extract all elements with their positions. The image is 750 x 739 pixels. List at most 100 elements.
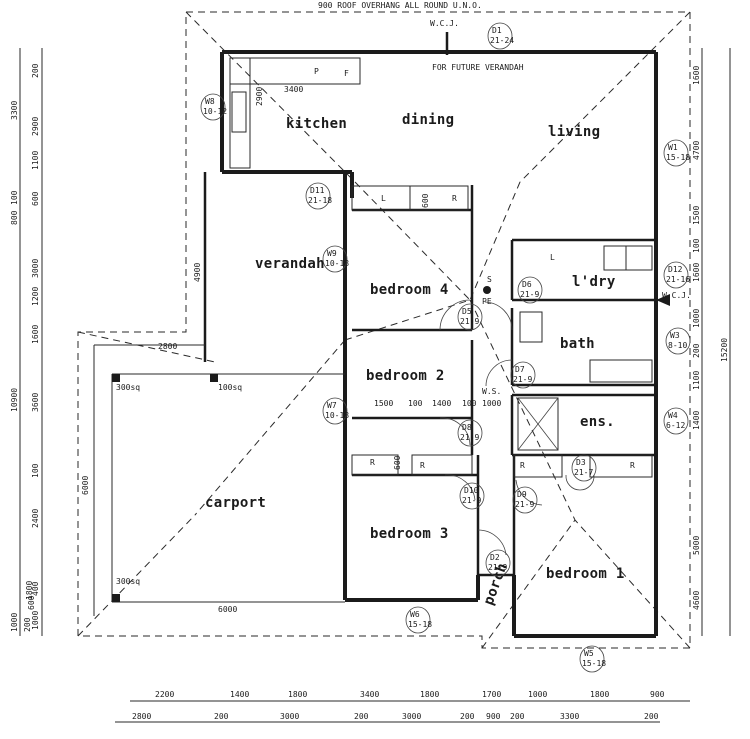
- window-tag-w5-code: 15-18: [582, 659, 606, 668]
- fixture-r-b1b: R: [630, 461, 635, 470]
- dim-left3-0: 200: [23, 617, 32, 632]
- dim-bottom2-8: 3300: [560, 712, 579, 721]
- window-tag-w4-id: W4: [668, 411, 678, 420]
- ws-label: W.S.: [482, 387, 501, 396]
- dim-interior-10: 1400: [432, 399, 451, 408]
- window-tag-w4: W46-12: [663, 407, 689, 435]
- door-tag-d6-id: D6: [522, 280, 532, 289]
- dim-right1-6: 200: [692, 343, 701, 358]
- dim-interior-8: 1500: [374, 399, 393, 408]
- dim-bottom1-5: 1700: [482, 690, 501, 699]
- window-tag-d12-code: 21-16: [666, 275, 690, 284]
- window-tag-w1-id: W1: [668, 143, 678, 152]
- window-tag-w3: W38-10: [665, 327, 691, 355]
- future-verandah-note: FOR FUTURE VERANDAH: [432, 63, 524, 72]
- dim-interior-1: 2900: [255, 87, 264, 106]
- door-tag-d1-id: D1: [492, 26, 502, 35]
- dim-interior-5: 6000: [218, 605, 237, 614]
- dim-left1-10: 400: [31, 581, 40, 596]
- door-tag-d11-id: D11: [310, 186, 325, 195]
- pe-label: PE: [482, 297, 492, 306]
- dim-left1-9: 2400: [31, 509, 40, 528]
- dim-right1-1: 4700: [692, 141, 701, 160]
- room-bedroom-1: bedroom 1: [546, 566, 625, 582]
- dim-left1-7: 3600: [31, 393, 40, 412]
- dim-left1-11: 1000: [31, 611, 40, 630]
- dim-right2-0: 15200: [720, 338, 729, 362]
- door-tag-d7-id: D7: [515, 365, 525, 374]
- window-tag-w8-code: 10-12: [203, 107, 227, 116]
- dim-interior-7: 600: [393, 455, 402, 470]
- door-tag-d5-code: 21-9: [460, 317, 479, 326]
- door-tag-d9-id: D9: [517, 490, 527, 499]
- door-tag-d9-code: 21-9: [515, 500, 534, 509]
- window-tag-w6-id: W6: [410, 610, 420, 619]
- fixture-r-b3a: R: [370, 458, 375, 467]
- door-tag-d2-code: 21-9: [488, 563, 507, 572]
- dim-bottom1-7: 1800: [590, 690, 609, 699]
- dim-interior-11: 100: [462, 399, 477, 408]
- door-tag-d5-id: D5: [462, 307, 472, 316]
- fixture-l: L: [381, 194, 386, 203]
- dim-bottom2-0: 2800: [132, 712, 151, 721]
- dim-left1-5: 1200: [31, 287, 40, 306]
- sq300-bottom: 300sq: [116, 577, 140, 586]
- dim-right1-10: 4600: [692, 591, 701, 610]
- wcj-markers: [445, 32, 670, 306]
- fixture-r-b3b: R: [420, 461, 425, 470]
- dim-bottom1-0: 2200: [155, 690, 174, 699]
- dim-interior-6: 600: [421, 193, 430, 208]
- dim-left1-1: 2900: [31, 117, 40, 136]
- window-tag-w4-code: 6-12: [666, 421, 685, 430]
- dim-right1-2: 1500: [692, 206, 701, 225]
- dim-bottom2-5: 200: [460, 712, 475, 721]
- fixture-r-b1a: R: [520, 461, 525, 470]
- sq300-top: 300sq: [116, 383, 140, 392]
- room-laundry: l'dry: [572, 274, 616, 290]
- dim-left1-8: 100: [31, 463, 40, 478]
- room-bedroom-4: bedroom 4: [370, 282, 449, 298]
- room-carport: carport: [205, 495, 266, 511]
- dim-bottom2-2: 3000: [280, 712, 299, 721]
- dim-interior-4: 6000: [81, 476, 90, 495]
- dim-bottom2-4: 3000: [402, 712, 421, 721]
- dim-right1-0: 1600: [692, 66, 701, 85]
- dim-interior-9: 100: [408, 399, 423, 408]
- dim-left1-3: 600: [31, 191, 40, 206]
- interior-walls: [93, 57, 656, 616]
- dim-bottom2-1: 200: [214, 712, 229, 721]
- fixture-p: P: [314, 67, 319, 76]
- s-label: S: [487, 275, 492, 284]
- door-window-tags: D121-24D1121-18D621-9D521-9D721-9D821-9D…: [200, 22, 691, 673]
- door-tag-d7-code: 21-9: [513, 375, 532, 384]
- fixture-l-laundry: L: [550, 253, 555, 262]
- dim-right1-3: 100: [692, 238, 701, 253]
- window-tag-w9-id: W9: [327, 249, 337, 258]
- dim-left3-2: 600: [27, 595, 36, 610]
- door-tag-d3-code: 21-7: [574, 468, 593, 477]
- door-tag-d6-code: 21-9: [520, 290, 539, 299]
- window-tag-w7-id: W7: [327, 401, 337, 410]
- window-tag-w5-id: W5: [584, 649, 594, 658]
- dim-right1-5: 1000: [692, 309, 701, 328]
- dim-bottom2-9: 200: [644, 712, 659, 721]
- dim-bottom1-6: 1000: [528, 690, 547, 699]
- dim-left1-4: 3000: [31, 259, 40, 278]
- dim-bottom1-8: 900: [650, 690, 665, 699]
- door-tag-d10-id: D10: [464, 486, 479, 495]
- dim-left2-4: 1000: [10, 613, 19, 632]
